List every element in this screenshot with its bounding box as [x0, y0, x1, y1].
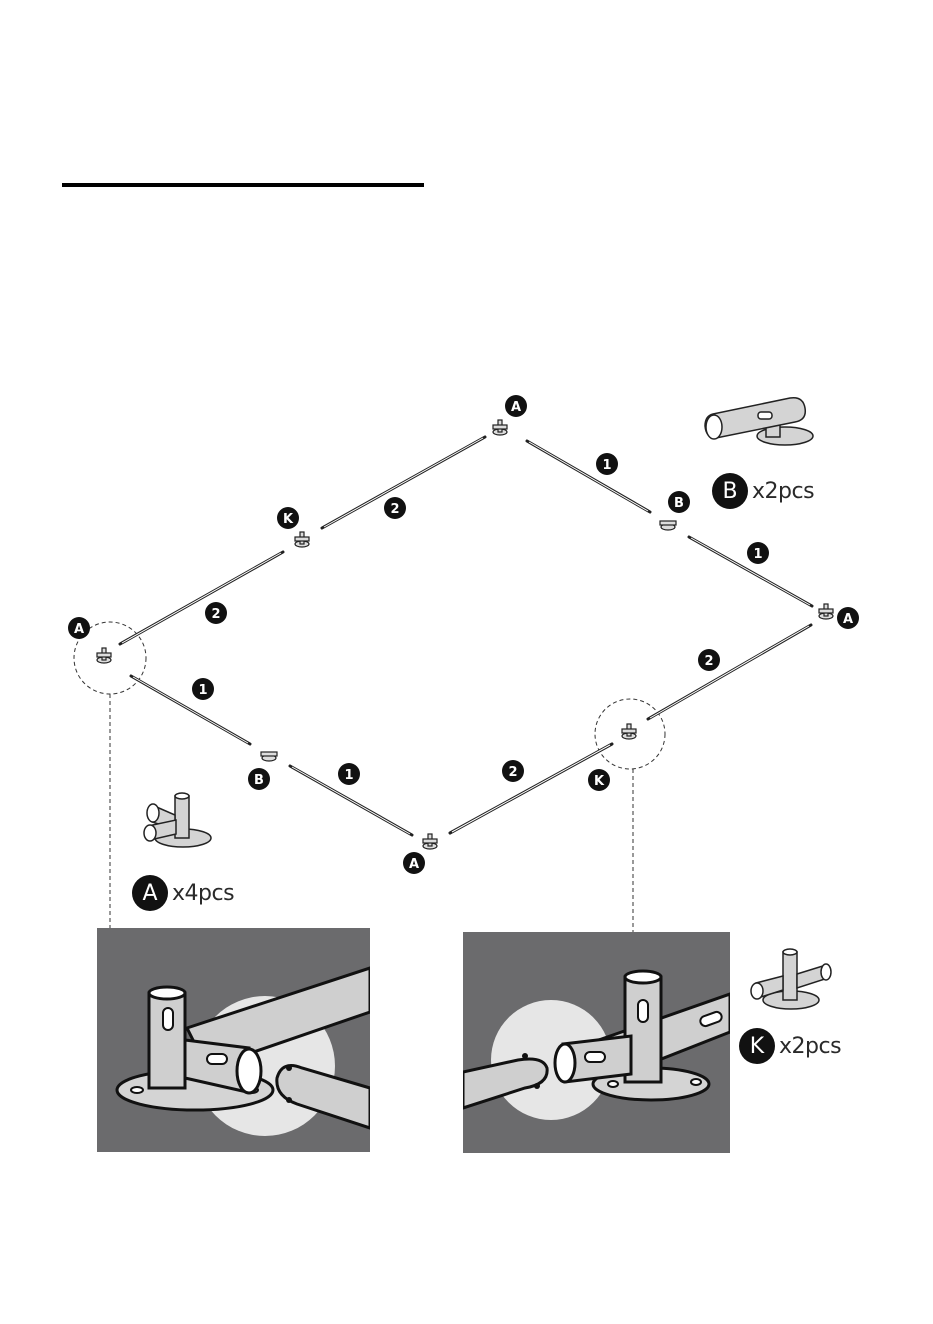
marker-a-bottom: A — [403, 852, 425, 874]
svg-text:K: K — [283, 512, 294, 527]
marker-b-top: B — [668, 491, 690, 513]
tube-number-1-top-right: 1 — [596, 453, 618, 475]
part-k-qty-text: x2pcs — [779, 1034, 841, 1059]
svg-text:1: 1 — [198, 683, 207, 698]
svg-text:B: B — [254, 773, 264, 788]
tube-number-2-bottom: 2 — [502, 760, 524, 782]
part-a-illustration — [144, 793, 211, 847]
part-a-qty-text: x4pcs — [172, 881, 234, 906]
part-b-badge: B — [712, 473, 748, 509]
svg-text:K: K — [594, 774, 605, 789]
connector-a-left — [97, 648, 111, 663]
svg-text:1: 1 — [602, 458, 611, 473]
connector-a-right — [819, 604, 833, 619]
connector-k-bottom — [622, 724, 636, 739]
connector-k-top — [295, 532, 309, 547]
svg-text:A: A — [843, 612, 853, 627]
part-k-illustration — [751, 949, 831, 1009]
part-k-badge: K — [739, 1028, 775, 1064]
part-a-badge: A — [132, 875, 168, 911]
part-b-illustration — [705, 398, 813, 445]
connector-b-top — [660, 521, 676, 530]
connector-a-bottom — [423, 834, 437, 849]
svg-text:1: 1 — [753, 547, 762, 562]
part-b-qty-text: x2pcs — [752, 479, 814, 504]
svg-text:2: 2 — [390, 502, 399, 517]
svg-text:2: 2 — [508, 765, 517, 780]
svg-text:2: 2 — [704, 654, 713, 669]
marker-k-top: K — [277, 507, 299, 529]
detail-inset-k — [463, 932, 730, 1153]
marker-a-right: A — [837, 607, 859, 629]
marker-k-bottom: K — [588, 769, 610, 791]
svg-text:A: A — [409, 857, 419, 872]
svg-text:B: B — [674, 496, 684, 511]
tube-highlights — [122, 438, 810, 834]
tube-number-1-bottom: 1 — [338, 763, 360, 785]
part-a-quantity: A x4pcs — [132, 875, 234, 911]
tubes — [120, 437, 812, 835]
connector-b-bottom — [261, 752, 277, 761]
part-b-quantity: B x2pcs — [712, 473, 814, 509]
svg-text:A: A — [511, 400, 521, 415]
part-k-quantity: K x2pcs — [739, 1028, 841, 1064]
tube-number-2-top: 2 — [384, 497, 406, 519]
svg-text:2: 2 — [211, 607, 220, 622]
marker-b-bottom: B — [248, 768, 270, 790]
svg-text:A: A — [74, 622, 84, 637]
tube-number-2-right: 2 — [698, 649, 720, 671]
marker-a-left: A — [68, 617, 90, 639]
tube-number-2-left: 2 — [205, 602, 227, 624]
svg-text:1: 1 — [344, 768, 353, 783]
tube-number-1-right: 1 — [747, 542, 769, 564]
connector-a-top — [493, 420, 507, 435]
marker-a-top: A — [505, 395, 527, 417]
detail-inset-a — [97, 928, 370, 1152]
tube-number-1-left: 1 — [192, 678, 214, 700]
